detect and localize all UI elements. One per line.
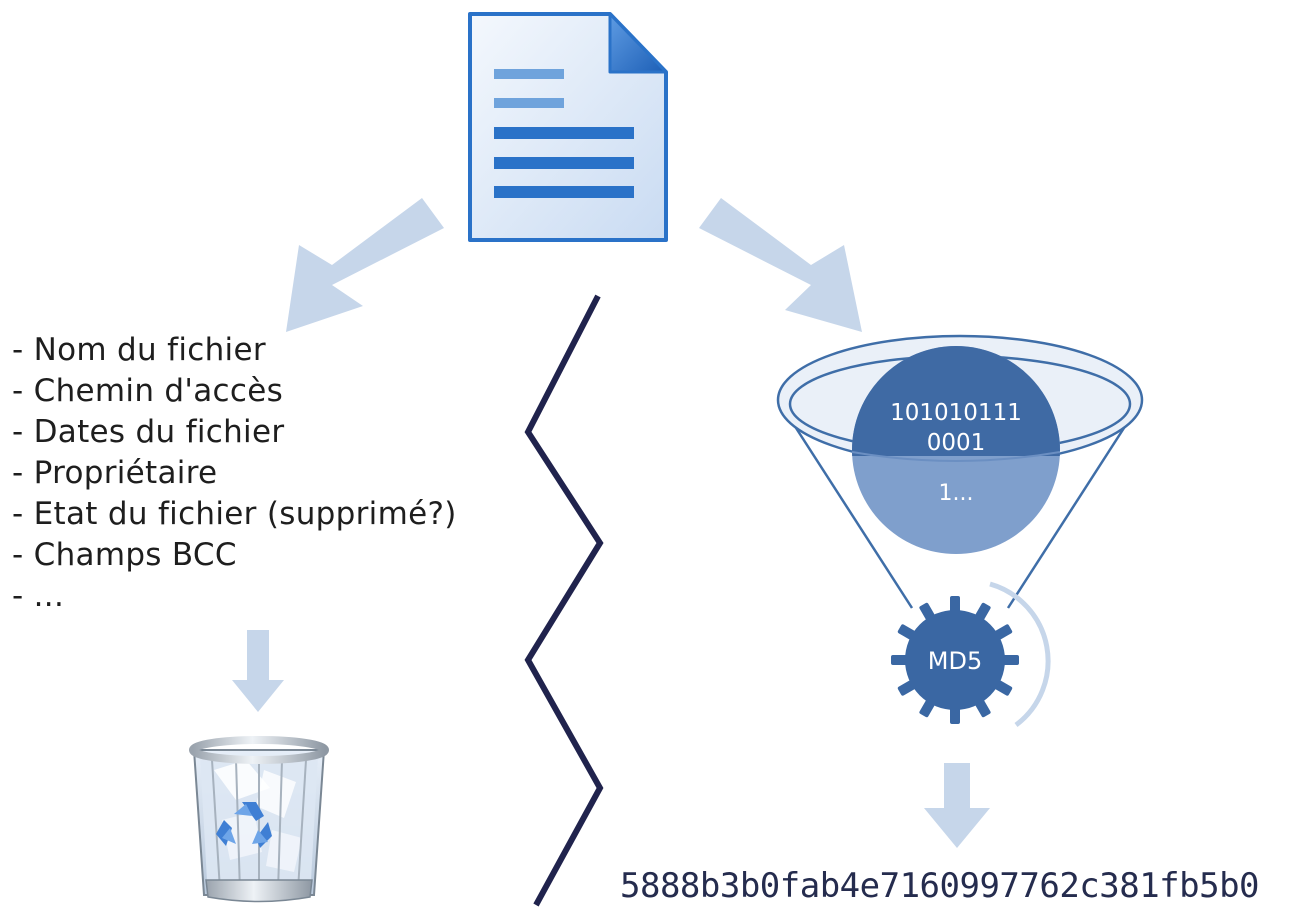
metadata-item: - Dates du fichier bbox=[12, 414, 285, 450]
metadata-list: - Nom du fichier - Chemin d'accès - Dates … bbox=[12, 330, 457, 617]
binary-line-3: 1... bbox=[939, 481, 974, 506]
left-branch-arrow bbox=[286, 198, 444, 332]
down-arrow-to-hash bbox=[924, 763, 990, 848]
md5-gear-icon: MD5 bbox=[891, 581, 1051, 728]
funnel-icon: 101010111 0001 1... bbox=[776, 334, 1144, 609]
gear-tooth bbox=[950, 706, 960, 724]
metadata-item: - ... bbox=[12, 578, 65, 614]
metadata-item: - Propriétaire bbox=[12, 455, 218, 491]
metadata-item: - Nom du fichier bbox=[12, 332, 266, 368]
metadata-item: - Etat du fichier (supprimé?) bbox=[12, 496, 457, 532]
binary-line-2: 0001 bbox=[927, 430, 986, 456]
md5-hash-value: 5888b3b0fab4e7160997762c381fb5b0 bbox=[620, 866, 1260, 906]
gear-tooth bbox=[891, 655, 909, 665]
recycle-bin-icon bbox=[189, 736, 329, 903]
binary-line-1: 101010111 bbox=[890, 400, 1022, 426]
zigzag-divider bbox=[524, 294, 604, 907]
right-branch-arrow bbox=[699, 198, 862, 332]
gear-tooth bbox=[1001, 655, 1019, 665]
gear-tooth bbox=[950, 596, 960, 614]
down-arrow-to-bin bbox=[232, 630, 284, 712]
gear-label: MD5 bbox=[928, 647, 982, 675]
recycle-symbol-icon bbox=[216, 802, 272, 848]
document-icon bbox=[468, 12, 668, 242]
metadata-item: - Champs BCC bbox=[12, 537, 237, 573]
metadata-item: - Chemin d'accès bbox=[12, 373, 284, 409]
